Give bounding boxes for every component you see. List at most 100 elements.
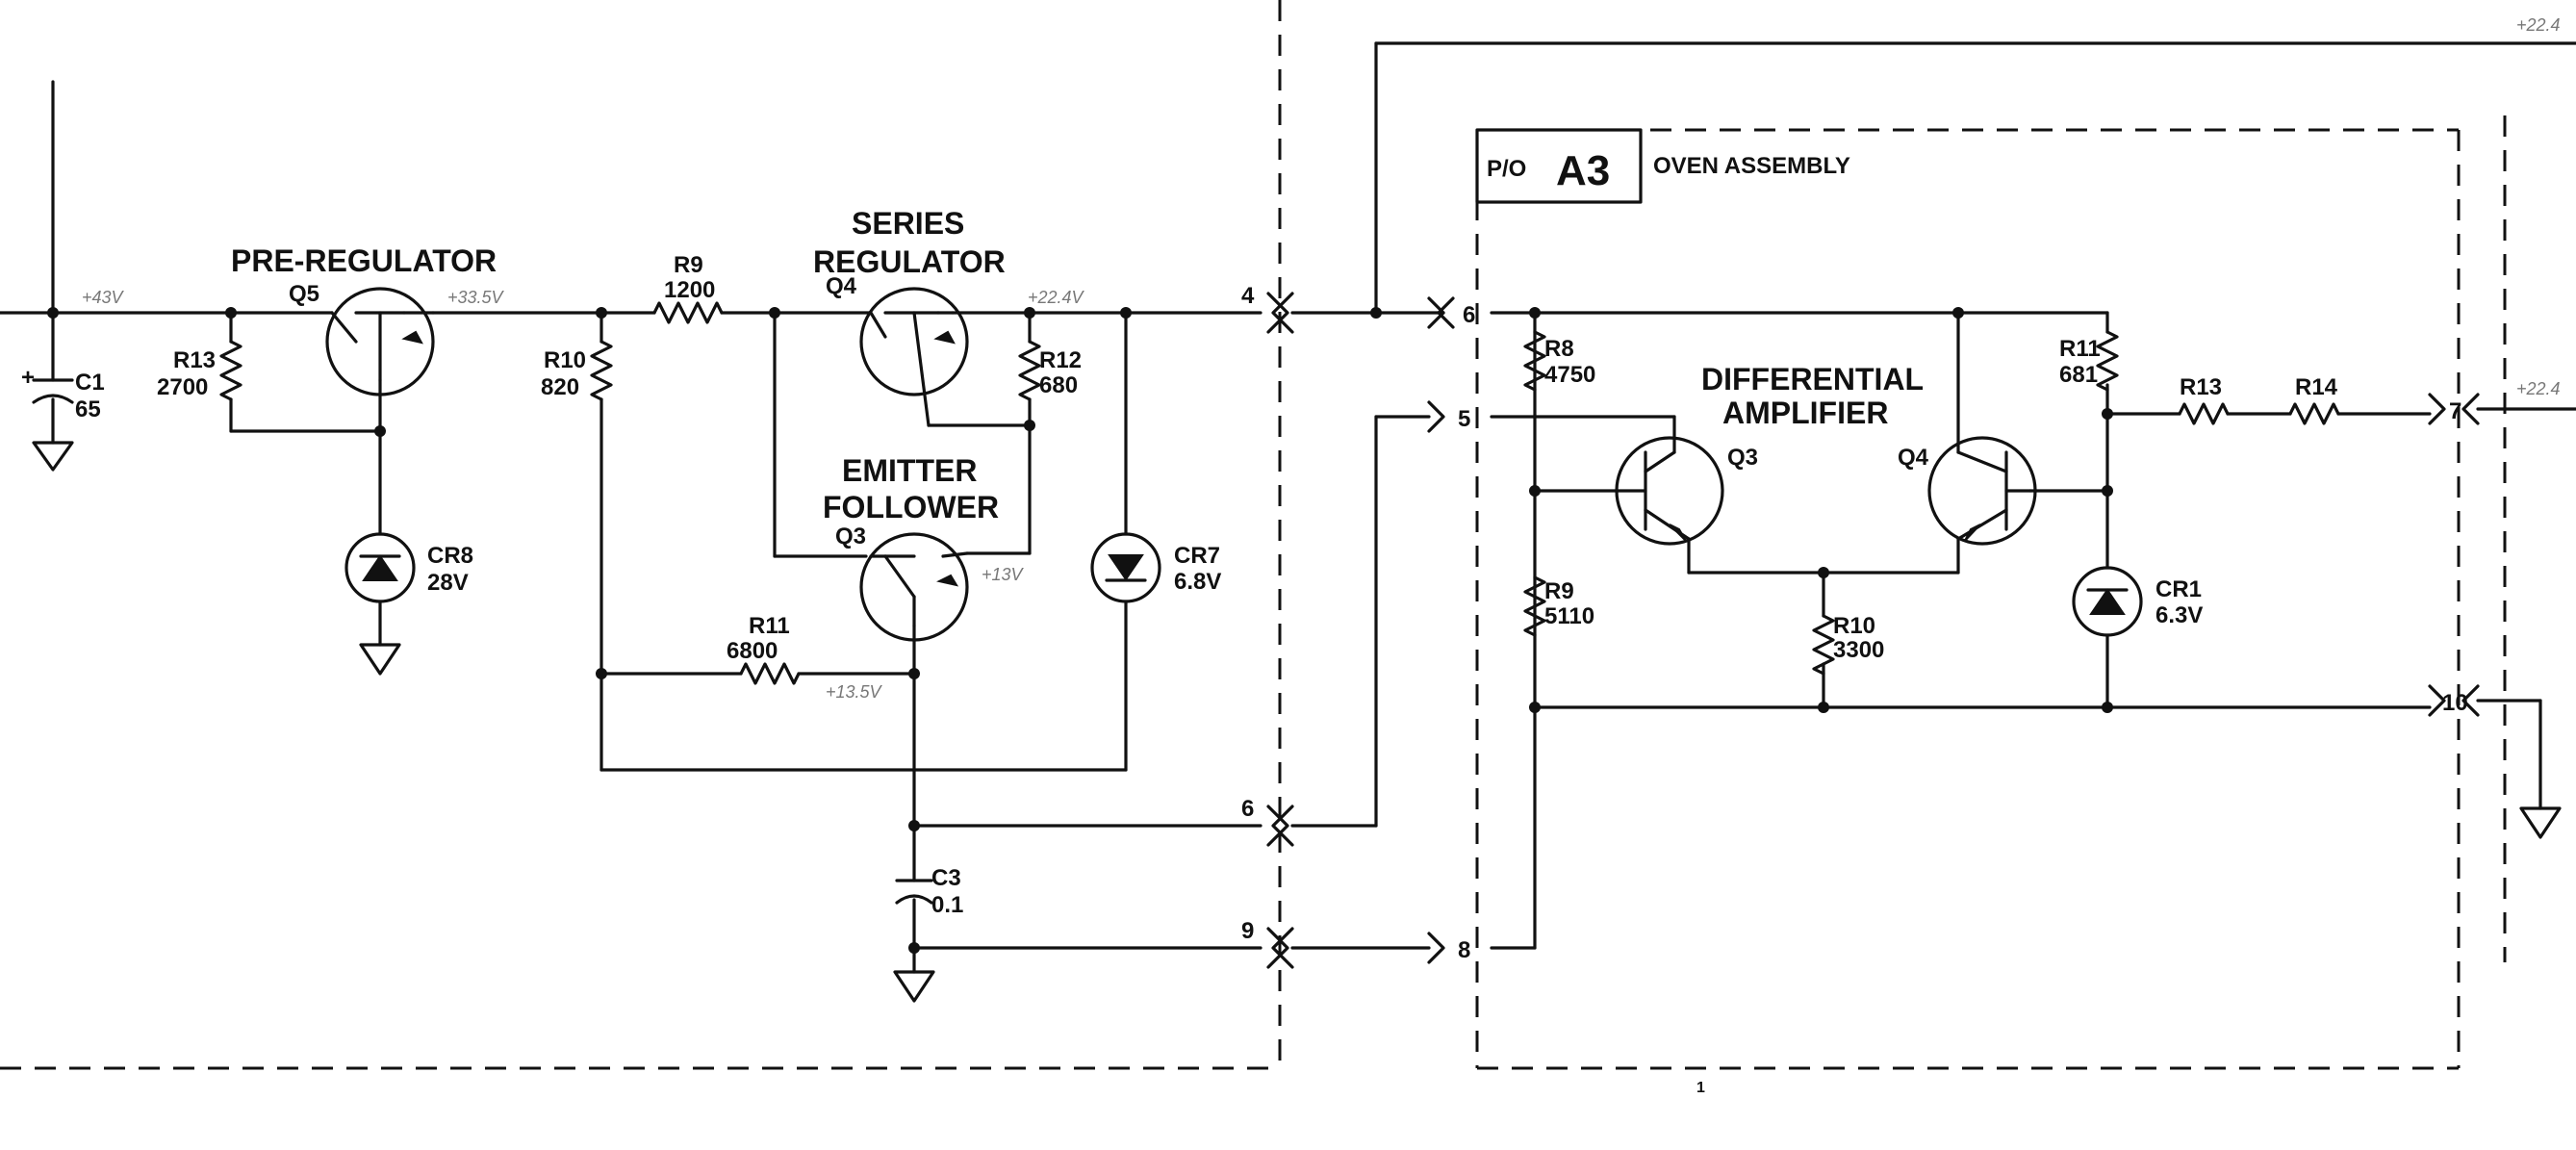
capacitor-c3: C3 0.1 [895,865,963,918]
a3-pin-10-label: 10 [2442,690,2468,716]
a3-pin-8-label: 8 [1458,937,1470,963]
transistor-q4: Q4 [826,273,969,427]
connector-pin-6: 6 [1241,796,1294,847]
cr7-ref: CR7 [1174,543,1220,569]
a3-r10-value: 3300 [1833,637,1884,663]
a3-resistor-r13: R13 [2178,374,2230,425]
a3-r13-ref: R13 [2180,374,2222,400]
resistor-r12: R12 680 [1018,340,1082,401]
a3-transistor-q4: Q4 [1898,436,2037,546]
r12-ref: R12 [1039,347,1082,373]
voltage-q3-emitter: +13.5V [826,682,883,702]
a3-pin-6-label: 6 [1463,302,1475,328]
c1-plus: + [21,365,35,391]
connector-pin-9: 9 [1241,918,1294,969]
diff-label-line2: AMPLIFIER [1722,396,1888,430]
a3-zener-cr1: CR1 6.3V [2072,566,2203,637]
cr8-ref: CR8 [427,543,473,569]
q5-ref: Q5 [289,281,319,307]
cr7-value: 6.8V [1174,569,1221,595]
a3-resistor-r10: R10 3300 [1812,613,1884,676]
a3-pin-5: 5 [1427,400,1470,433]
a3-cr1-value: 6.3V [2155,602,2203,628]
series-label-line1: SERIES [852,206,964,241]
a3-wiring [1490,311,2576,950]
ground-c1 [32,441,74,472]
connector-pin-4: 4 [1241,283,1294,334]
junction-dots [47,307,2113,954]
q4-ref: Q4 [826,273,857,299]
a3-r9-ref: R9 [1544,578,1574,604]
board-boundaries [0,0,2507,1070]
ground-output [2519,806,2562,839]
a3-r8-ref: R8 [1544,336,1574,362]
r11-value: 6800 [727,638,778,664]
a3-title-box: P/O A3 OVEN ASSEMBLY [1475,128,1850,204]
emitter-label-line1: EMITTER [842,453,977,488]
resistor-r10: R10 820 [541,340,613,401]
a3-r10-ref: R10 [1833,613,1875,639]
a3-pin-10: 10 [2428,684,2480,717]
transistor-q5: Q5 [289,281,435,396]
a3-q4-ref: Q4 [1898,445,1929,471]
r9-ref: R9 [674,252,703,278]
r13-value: 2700 [157,374,208,400]
voltage-q3-collector: +13V [982,565,1025,584]
a3-pin-5-label: 5 [1458,406,1470,432]
a3-resistor-r9: R9 5110 [1523,575,1594,637]
voltage-q5-out: +33.5V [447,288,505,307]
a3-label: A3 [1556,147,1610,194]
r12-value: 680 [1039,372,1078,398]
r9-value: 1200 [664,277,715,303]
a3-r11-ref: R11 [2059,336,2101,362]
r13-ref: R13 [173,347,216,373]
a3-q3-ref: Q3 [1727,445,1758,471]
c3-ref: C3 [931,865,961,891]
a3-resistor-r11: R11 681 [2059,330,2119,392]
main-wiring [0,80,1262,974]
diff-label-line1: DIFFERENTIAL [1701,362,1924,396]
resistor-r13: R13 2700 [157,340,242,401]
a3-pin-7: 7 [2428,393,2480,425]
c1-value: 65 [75,396,101,422]
c1-ref: C1 [75,370,105,396]
q3-ref: Q3 [835,524,866,549]
page-mark: 1 [1696,1080,1705,1096]
a3-cr1-ref: CR1 [2155,576,2202,602]
oven-assembly-label: OVEN ASSEMBLY [1653,153,1850,179]
a3-pin-6: 6 [1427,296,1475,329]
cr8-value: 28V [427,570,469,596]
a3-pin-8: 8 [1427,932,1470,964]
a3-transistor-q3: Q3 [1615,436,1758,546]
pin-6-label: 6 [1241,796,1254,822]
r10-value: 820 [541,374,579,400]
voltage-annotations: +43V +33.5V +22.4V +13V +13.5V +22.4 +22… [82,15,2561,702]
ground-cr8 [359,643,401,676]
voltage-input: +43V [82,288,125,307]
voltage-q4-out: +22.4V [1028,288,1085,307]
c3-value: 0.1 [931,892,963,918]
a3-resistor-r8: R8 4750 [1523,330,1595,392]
zener-cr8: CR8 28V [344,532,473,603]
voltage-pin7: +22.4 [2516,379,2561,398]
pin-4-label: 4 [1241,283,1255,309]
emitter-label-line2: FOLLOWER [823,490,999,524]
a3-r9-value: 5110 [1544,603,1594,629]
pre-regulator-label: PRE-REGULATOR [231,243,497,278]
po-label: P/O [1487,156,1526,182]
a3-r8-value: 4750 [1544,362,1595,388]
capacitor-c1: + C1 65 [21,365,105,422]
transistor-q3: Q3 [835,524,969,642]
a3-resistor-r14: R14 [2288,374,2340,425]
a3-pin-7-label: 7 [2449,398,2461,424]
resistor-r11: R11 6800 [727,613,801,685]
pin-9-label: 9 [1241,918,1254,944]
r10-ref: R10 [544,347,586,373]
resistor-r9: R9 1200 [652,252,724,324]
zener-cr7: CR7 6.8V [1090,532,1221,603]
series-label-line2: REGULATOR [813,244,1006,279]
ground-c3 [893,970,935,1003]
r11-ref: R11 [749,613,790,639]
a3-r14-ref: R14 [2295,374,2338,400]
